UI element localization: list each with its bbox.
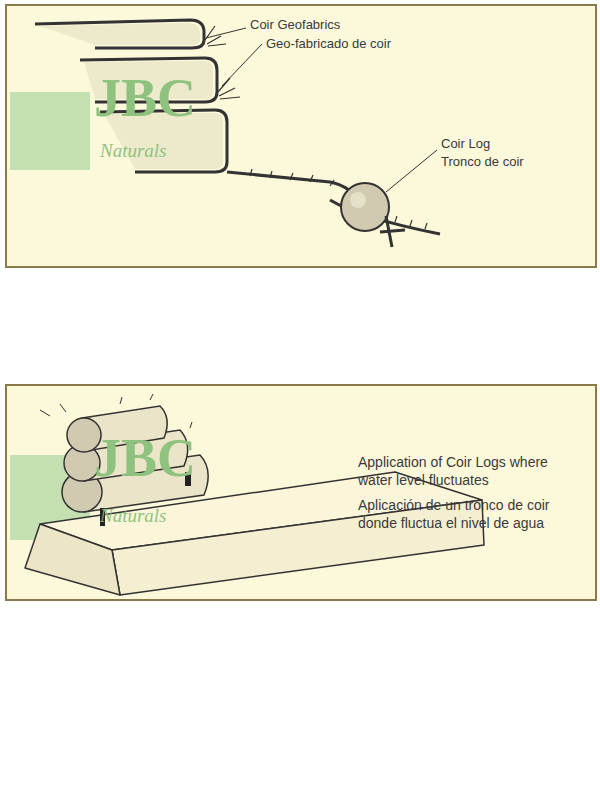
- soil: [40, 23, 223, 169]
- grass: [40, 394, 192, 428]
- caption-text: Application of Coir Logs where water lev…: [358, 453, 573, 489]
- watermark: JBC: [94, 70, 196, 126]
- grass: [205, 26, 427, 229]
- coir-logs: [62, 406, 208, 512]
- geofabric-lifts: [35, 20, 440, 234]
- watermark-band: [10, 92, 90, 170]
- soil-block: [25, 472, 484, 595]
- panel: [6, 5, 596, 267]
- callout-label: Geo-fabricado de coir: [266, 35, 391, 52]
- coir-log: [341, 183, 389, 231]
- coir-log-highlight: [350, 192, 366, 208]
- callout-label: Coir Geofabrics: [250, 16, 340, 33]
- watermark: Naturals: [100, 140, 167, 162]
- callout-label: Coir Log: [441, 135, 490, 152]
- watermark: Naturals: [100, 505, 167, 527]
- panel: [6, 385, 596, 600]
- leader-lines: [206, 28, 437, 192]
- stake: [380, 216, 405, 247]
- callout-label: Tronco de coir: [441, 153, 524, 170]
- caption-text: Aplicación de un tronco de coir donde fl…: [358, 496, 573, 532]
- watermark: JBC: [94, 430, 196, 486]
